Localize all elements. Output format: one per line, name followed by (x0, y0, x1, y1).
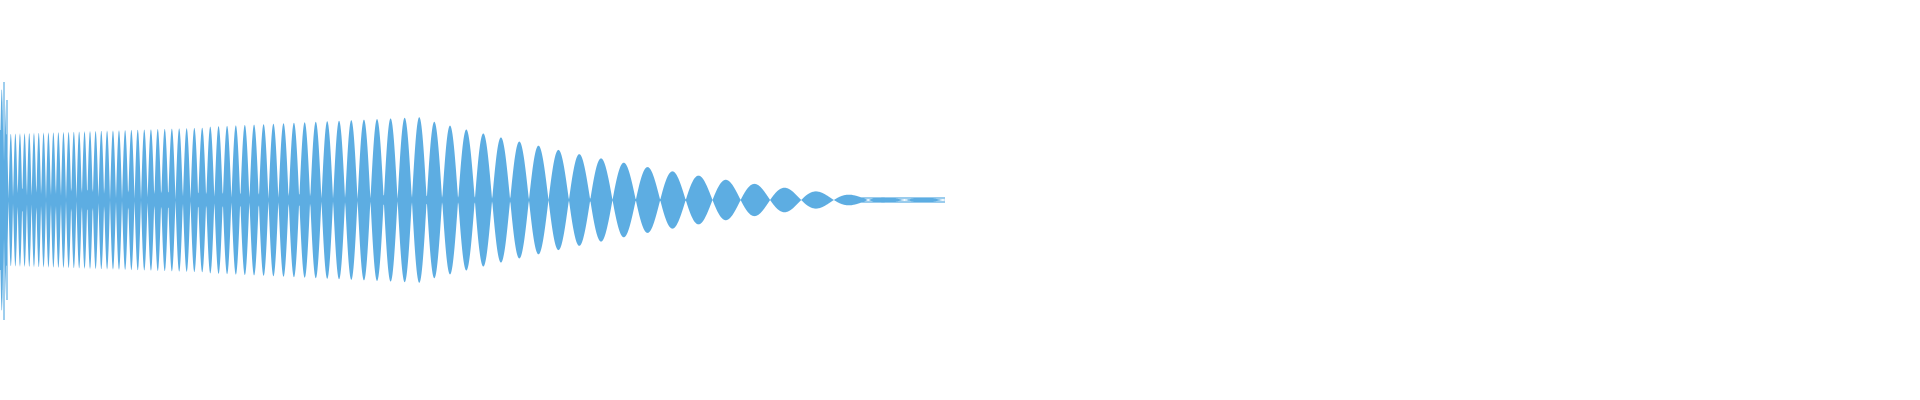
waveform-fill (0, 89, 945, 311)
waveform-transient (0, 82, 945, 320)
